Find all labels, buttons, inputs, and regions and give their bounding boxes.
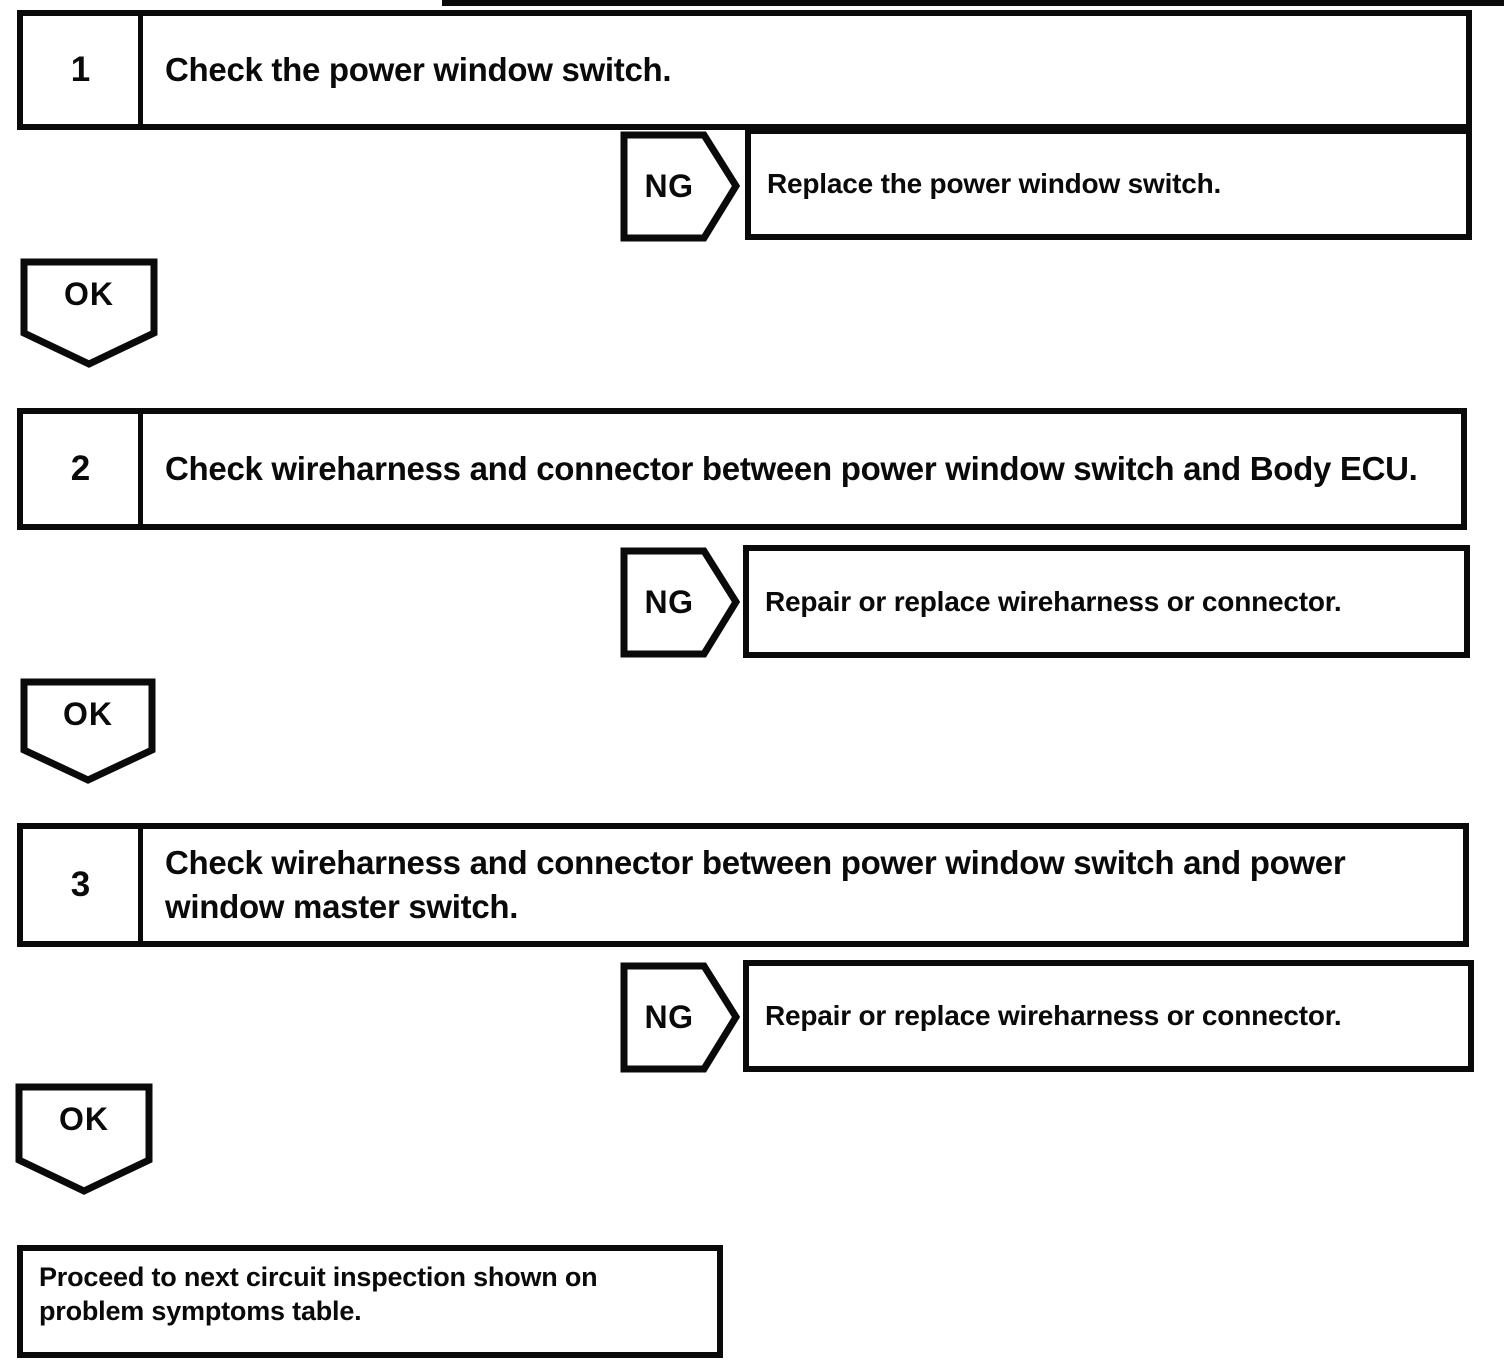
ok-pentagon-outline xyxy=(20,258,158,368)
step-3-number: 3 xyxy=(70,865,91,904)
page-edge-artifact-line xyxy=(442,0,1504,6)
ng-pentagon-outline xyxy=(620,547,740,658)
ok-pentagon-outline xyxy=(15,1083,153,1195)
step-2-instruction: Check wireharness and connector between … xyxy=(165,450,1418,488)
step-1-ok-connector: OK xyxy=(20,258,158,368)
step-1-ng-action-text: Replace the power window switch. xyxy=(767,168,1222,199)
step-2-ng-label: NG xyxy=(644,584,694,620)
step-1-ok-label: OK xyxy=(64,275,114,312)
step-2-ng-action-text: Repair or replace wireharness or connect… xyxy=(765,585,1342,617)
step-2-number: 2 xyxy=(70,449,91,488)
step-3-ng-action-box: Repair or replace wireharness or connect… xyxy=(743,960,1474,1072)
step-2-ng-action-box: Repair or replace wireharness or connect… xyxy=(743,545,1470,658)
ng-pentagon-icon xyxy=(620,547,740,658)
ng-pentagon-outline xyxy=(620,131,740,242)
step-2-ok-label: OK xyxy=(63,695,113,732)
step-1-number: 1 xyxy=(70,50,91,89)
ng-pentagon-outline xyxy=(620,962,740,1073)
step-1-box: 1 Check the power window switch. xyxy=(17,10,1472,130)
ok-pentagon-icon xyxy=(15,1083,153,1195)
ok-pentagon-icon xyxy=(20,678,156,784)
step-3-box: 3 Check wireharness and connector betwee… xyxy=(17,823,1469,947)
step-3-ok-label: OK xyxy=(59,1100,109,1137)
final-conclusion-box: Proceed to next circuit inspection shown… xyxy=(17,1245,723,1358)
ng-pentagon-icon xyxy=(620,962,740,1073)
step-3-ng-action-text: Repair or replace wireharness or connect… xyxy=(765,1000,1342,1031)
step-1-instruction: Check the power window switch. xyxy=(165,51,672,89)
ng-pentagon-icon xyxy=(620,131,740,242)
step-3-ng-label: NG xyxy=(644,999,694,1035)
step-3-ok-connector: OK xyxy=(15,1083,153,1195)
ok-pentagon-outline xyxy=(20,678,156,784)
step-2-ok-connector: OK xyxy=(20,678,156,784)
step-3-ng-connector: NG xyxy=(620,962,740,1073)
step-2-number-cell: 2 xyxy=(23,414,143,524)
final-conclusion-text: Proceed to next circuit inspection shown… xyxy=(39,1262,598,1326)
step-2-box: 2 Check wireharness and connector betwee… xyxy=(17,408,1467,530)
ok-pentagon-icon xyxy=(20,258,158,368)
step-3-instruction: Check wireharness and connector between … xyxy=(165,844,1346,925)
step-1-ng-action-box: Replace the power window switch. xyxy=(745,128,1472,240)
step-2-ng-connector: NG xyxy=(620,547,740,658)
step-1-ng-label: NG xyxy=(644,168,694,204)
step-3-number-cell: 3 xyxy=(23,829,143,941)
step-1-ng-connector: NG xyxy=(620,131,740,242)
step-1-number-cell: 1 xyxy=(23,16,143,124)
